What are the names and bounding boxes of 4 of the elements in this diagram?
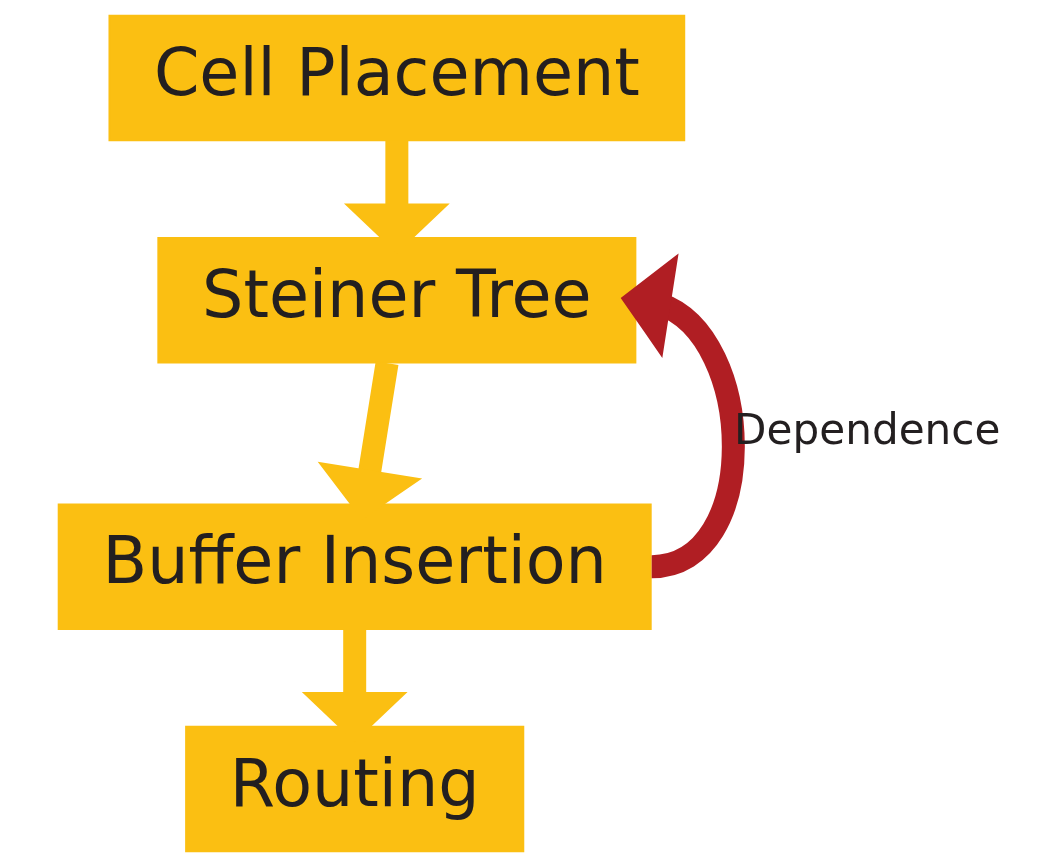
node-box: Routing [185,725,525,853]
node-box: Cell Placement [108,14,686,142]
node-box: Buffer Insertion [57,503,652,630]
node-box: Steiner Tree [157,237,637,364]
